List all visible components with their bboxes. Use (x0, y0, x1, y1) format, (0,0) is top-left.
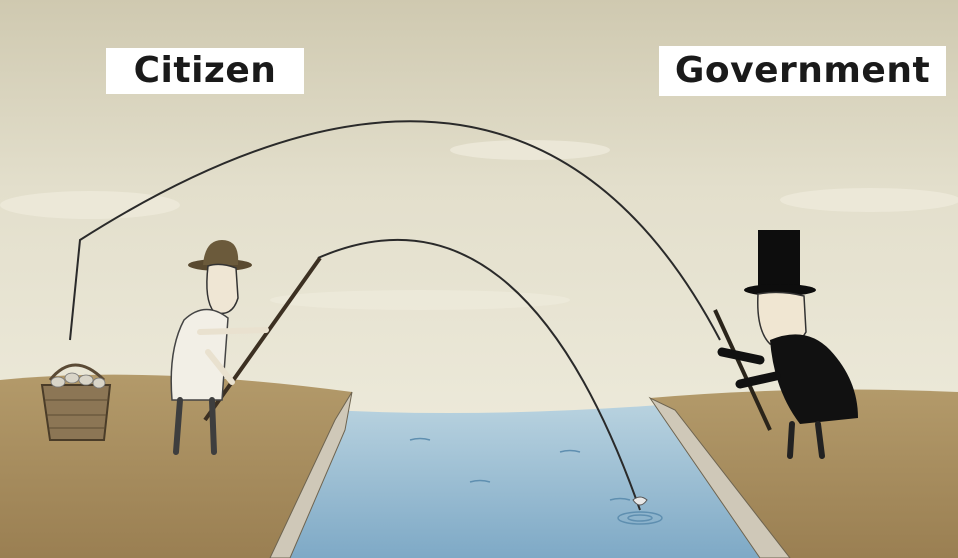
citizen-figure (170, 240, 322, 455)
citizen-label: Citizen (106, 48, 304, 94)
water-ripples (409, 437, 663, 525)
right-bank (650, 389, 958, 558)
government-figure (713, 230, 858, 459)
government-label: Government (659, 46, 946, 96)
basket (40, 363, 112, 441)
river (270, 405, 760, 558)
citizen-fishing-line (317, 238, 641, 511)
clouds (0, 140, 958, 310)
right-cliff (648, 396, 791, 558)
hooked-fish (632, 496, 648, 506)
left-cliff (269, 391, 353, 558)
government-fishing-line (69, 120, 721, 341)
